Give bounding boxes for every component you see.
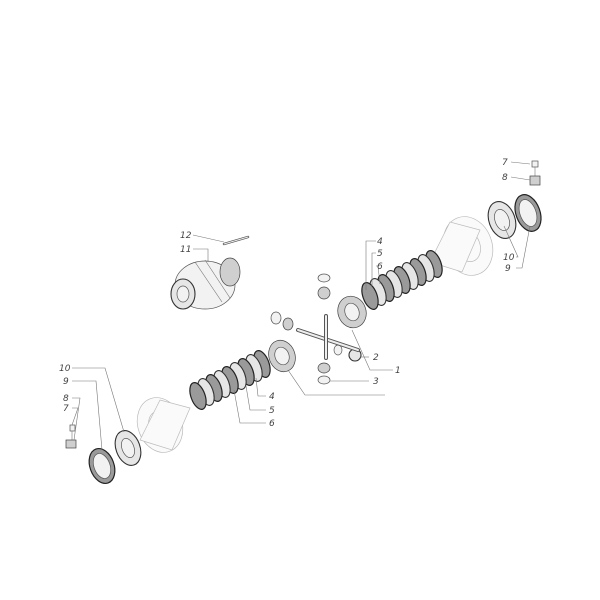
callout-7-top: 7 <box>502 158 508 168</box>
callout-9-left: 9 <box>63 377 69 387</box>
leader-lines <box>71 161 531 451</box>
part-nut-top <box>529 175 541 186</box>
callout-10-left: 10 <box>59 364 71 374</box>
callout-5-left: 5 <box>269 406 275 416</box>
pinion-gear-bottom <box>317 362 331 385</box>
callout-10-right: 10 <box>503 253 515 263</box>
side-gear-left <box>268 339 296 373</box>
clutch-disc-pack-right <box>361 250 443 310</box>
pinion-gear-left <box>270 311 294 331</box>
part-bearing-left <box>114 430 142 466</box>
clutch-disc-pack-left <box>189 350 271 410</box>
cross-shaft <box>296 314 360 360</box>
callout-8-left: 8 <box>63 394 69 404</box>
ghost-housing-left <box>136 397 191 453</box>
callout-7-left: 7 <box>63 404 69 414</box>
callout-4-left: 4 <box>269 392 275 402</box>
callout-3: 3 <box>373 377 379 387</box>
side-gear-right <box>337 295 367 329</box>
part-bolt-top <box>531 160 539 176</box>
assembled-differential <box>170 257 241 310</box>
callout-4-right: 4 <box>377 237 383 247</box>
callout-1: 1 <box>395 366 401 376</box>
part-ring-right <box>514 194 542 232</box>
callout-6-right: 6 <box>377 262 383 272</box>
callout-2: 2 <box>373 353 379 363</box>
callout-5-right: 5 <box>377 249 383 259</box>
part-ring-left <box>88 447 116 485</box>
pinion-gear-top <box>317 273 331 300</box>
callout-labels: 7 8 10 9 4 5 6 12 11 2 1 3 4 5 6 10 9 8 … <box>59 158 515 429</box>
callout-6-left: 6 <box>269 419 275 429</box>
callout-9-right: 9 <box>505 264 511 274</box>
callout-8-top: 8 <box>502 173 508 183</box>
part-bolt-left <box>69 424 76 440</box>
part-nut-left <box>65 439 77 449</box>
ghost-housing-right <box>429 216 494 276</box>
callout-11: 11 <box>180 245 191 255</box>
differential-bolt <box>222 235 250 246</box>
part-bearing-right <box>487 201 517 239</box>
callout-12: 12 <box>180 231 192 241</box>
